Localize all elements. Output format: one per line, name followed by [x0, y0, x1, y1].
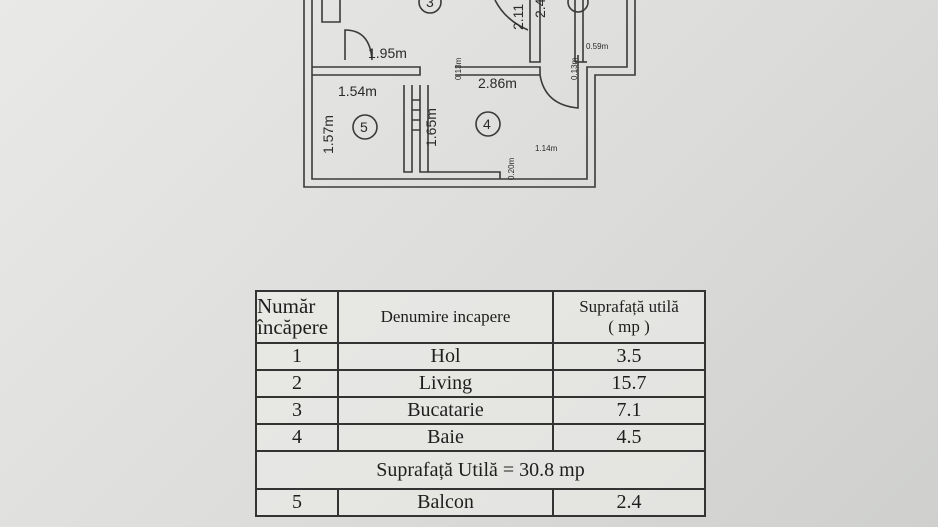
room-area-table: Număr încăpere Denumire incapere Suprafa…: [255, 290, 706, 517]
room-name: Hol: [337, 342, 554, 371]
room-nr: 3: [255, 396, 339, 425]
dim-label: 2.86m: [478, 75, 517, 91]
door-swing: [344, 29, 373, 61]
dim-label: 1.95m: [368, 45, 407, 61]
dim-label: 0.59m: [586, 42, 609, 51]
dim-label: 1.14m: [535, 144, 558, 153]
dim-label: 1.57m: [320, 115, 336, 154]
inner-wall: [455, 66, 541, 76]
wall-segment: [321, 0, 341, 23]
room-nr: 4: [255, 423, 339, 452]
room-nr: 1: [255, 342, 339, 371]
header-room-number: Număr încăpere: [255, 290, 339, 344]
header-text: Suprafață utilă: [579, 297, 679, 316]
table-row: 5 Balcon 2.4: [255, 488, 706, 517]
window-lines: [412, 99, 420, 131]
dim-label: 2.11: [510, 4, 526, 30]
table-row: 4 Baie 4.5: [255, 423, 706, 452]
table-row: 2 Living 15.7: [255, 369, 706, 398]
room-number: 3: [426, 0, 434, 10]
dim-label: 0.20m: [507, 157, 516, 180]
door-swing: [539, 55, 579, 109]
header-text: Număr: [257, 294, 316, 318]
room-name: Baie: [337, 423, 554, 452]
room-area: 3.5: [552, 342, 706, 371]
room-name: Bucatarie: [337, 396, 554, 425]
header-room-name: Denumire incapere: [337, 290, 554, 344]
total-area: Suprafață Utilă = 30.8 mp: [255, 450, 706, 490]
room-number: 5: [360, 119, 368, 135]
outer-wall-inner: [311, 0, 628, 180]
total-row: Suprafață Utilă = 30.8 mp: [255, 450, 706, 490]
inner-wall: [574, 0, 584, 62]
inner-wall: [529, 0, 541, 63]
header-text: ( mp ): [608, 317, 650, 336]
table-row: 3 Bucatarie 7.1: [255, 396, 706, 425]
inner-wall: [419, 85, 429, 173]
room-name: Balcon: [337, 488, 554, 517]
room-nr: 5: [255, 488, 339, 517]
dim-label: 1.65m: [423, 108, 439, 147]
room-name: Living: [337, 369, 554, 398]
dim-label: 2.4: [532, 0, 548, 18]
header-area: Suprafață utilă ( mp ): [552, 290, 706, 344]
dim-label: 1.54m: [338, 83, 377, 99]
door-swing: [494, 0, 529, 31]
inner-wall: [403, 85, 413, 173]
inner-wall: [428, 171, 501, 179]
dim-label: 0.13m: [570, 57, 579, 80]
room-nr: 2: [255, 369, 339, 398]
room-area: 4.5: [552, 423, 706, 452]
room-area: 2.4: [552, 488, 706, 517]
outer-wall: [303, 0, 636, 188]
header-text: încăpere: [257, 315, 329, 339]
inner-wall: [312, 66, 421, 76]
room-number: 4: [483, 116, 491, 132]
dim-label: 0.13m: [454, 57, 463, 80]
table-row: 1 Hol 3.5: [255, 342, 706, 371]
floor-plan-drawing: 1.95m 1.54m 2.86m 1.57m 1.65m 1.14m 0.59…: [303, 0, 636, 188]
room-area: 7.1: [552, 396, 706, 425]
room-area: 15.7: [552, 369, 706, 398]
